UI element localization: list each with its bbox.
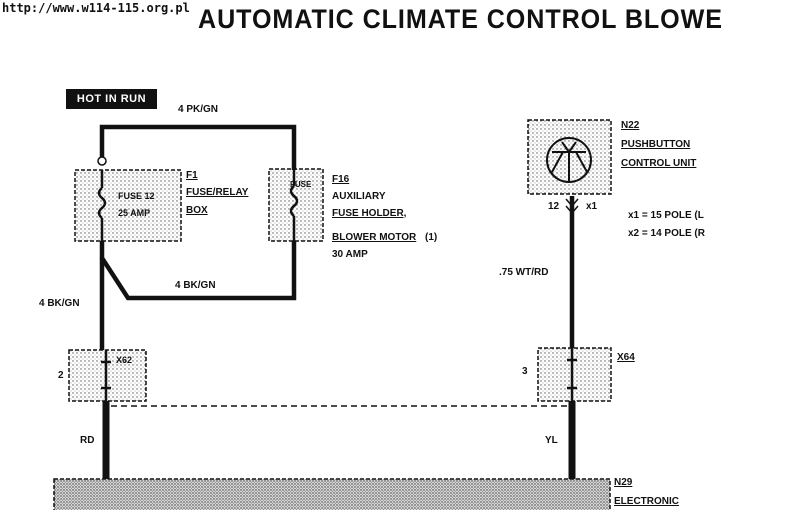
wire-label-yl: YL [545, 435, 558, 446]
f16-inside: FUSE [290, 180, 312, 189]
n22-connector-arrows [565, 198, 579, 215]
f1-inside1: FUSE 12 [118, 191, 155, 201]
f16-fuse-element [289, 170, 299, 241]
wire-label-right: .75 WT/RD [499, 267, 549, 278]
wire-label-left: 4 BK/GN [39, 298, 80, 309]
n29-ref: N29 [614, 477, 633, 488]
f16-line3: BLOWER MOTOR [332, 232, 417, 243]
x62-connector [68, 349, 147, 402]
splice-point [97, 156, 107, 166]
n22-legend2: x2 = 14 POLE (R [628, 228, 705, 239]
f1-line2: BOX [186, 205, 208, 216]
page-url: http://www.w114-115.org.pl [2, 1, 190, 15]
f16-ref: F16 [332, 174, 350, 185]
f1-ref: F1 [186, 170, 198, 181]
x64-connector [537, 347, 612, 402]
hot-in-run-badge: HOT IN RUN [66, 89, 157, 109]
transistor-icon [546, 137, 592, 183]
f1-line1: FUSE/RELAY [186, 187, 249, 198]
page-title: AUTOMATIC CLIMATE CONTROL BLOWE [198, 4, 723, 34]
f16-line4: 30 AMP [332, 249, 368, 260]
n22-line1: PUSHBUTTON [621, 139, 691, 150]
x62-ref: X62 [116, 355, 133, 365]
n22-legend1: x1 = 15 POLE (L [628, 210, 704, 221]
f16-line1: AUXILIARY [332, 191, 386, 202]
n22-conn: x1 [586, 201, 598, 212]
x64-pin [567, 348, 577, 401]
wire-label-rd: RD [80, 435, 95, 446]
x64-pin-label: 3 [522, 366, 528, 377]
f16-line2: FUSE HOLDER, [332, 208, 407, 219]
wire-4-pk-gn [99, 124, 297, 170]
wire-label-top: 4 PK/GN [178, 104, 219, 115]
n22-line2: CONTROL UNIT [621, 158, 697, 169]
n29-electronic-module [53, 478, 611, 510]
f1-fuse-relay-box [74, 169, 182, 242]
x64-ref: X64 [617, 352, 635, 363]
wire-label-mid: 4 BK/GN [175, 280, 216, 291]
f1-fuse-element [97, 170, 107, 241]
x62-pin [101, 350, 111, 401]
wire-4-bk-gn-loop [99, 241, 297, 301]
f16-note: (1) [425, 232, 438, 243]
n29-line1: ELECTRONIC [614, 496, 679, 507]
n22-ref: N22 [621, 120, 640, 131]
x62-pin-label: 2 [58, 370, 64, 381]
n22-pin: 12 [548, 201, 560, 212]
f1-inside2: 25 AMP [118, 208, 151, 218]
